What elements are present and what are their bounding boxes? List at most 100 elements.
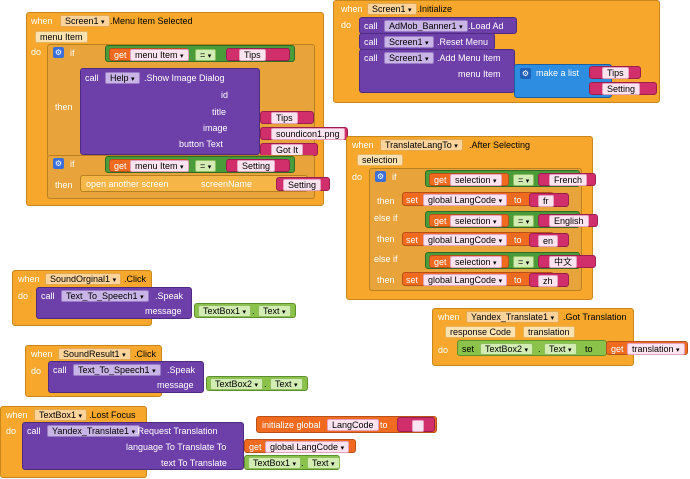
text-zh-value[interactable]: zh — [538, 275, 558, 287]
text-tips-block[interactable]: Tips — [226, 48, 290, 61]
get-selection-block[interactable]: get selection ▾ — [429, 214, 509, 227]
screen-initialize-event-block[interactable]: when Screen1 ▾ .Initialize do call AdMob… — [333, 0, 660, 103]
get-var-dropdown[interactable]: menu Item ▾ — [130, 160, 189, 172]
set-langcode-en[interactable]: set global LangCode ▾ to en — [402, 232, 569, 247]
list-item-tips[interactable]: Tips — [602, 67, 629, 79]
screen-name-value[interactable]: Setting — [283, 179, 322, 191]
list-item-tips-block[interactable]: Tips — [589, 66, 641, 79]
get-menu-item-block[interactable]: get menu Item ▾ — [109, 159, 189, 172]
text-french-block[interactable]: French — [538, 173, 596, 186]
call-component-dropdown[interactable]: Screen1 ▾ — [384, 36, 434, 48]
set-var-dropdown[interactable]: global LangCode ▾ — [423, 274, 508, 286]
textbox1-text-getter[interactable]: TextBox1 ▾ . Text ▾ — [194, 303, 296, 318]
prop-dropdown[interactable]: Text ▾ — [307, 457, 340, 469]
list-item-setting[interactable]: Setting — [602, 83, 641, 95]
textbox-dropdown[interactable]: TextBox1 ▾ — [248, 457, 302, 469]
get-var-dropdown[interactable]: global LangCode ▾ — [265, 441, 350, 453]
event-component-dropdown[interactable]: Screen1 ▾ — [60, 15, 110, 27]
get-var-dropdown[interactable]: translation ▾ — [627, 343, 685, 355]
param-response-code[interactable]: response Code — [445, 326, 517, 338]
text-setting-block[interactable]: Setting — [226, 159, 290, 172]
get-langcode-block[interactable]: get global LangCode ▾ — [244, 439, 356, 453]
compare-block[interactable]: get menu Item ▾ = ▾ Tips — [105, 45, 295, 62]
event-component-dropdown[interactable]: SoundResult1 ▾ — [58, 348, 131, 360]
get-var-dropdown[interactable]: menu Item ▾ — [130, 49, 189, 61]
empty-text-value[interactable] — [412, 420, 424, 432]
textbox-dropdown[interactable]: TextBox1 ▾ — [198, 305, 252, 317]
dialog-component-dropdown[interactable]: Help ▾ — [105, 72, 140, 84]
compare-block[interactable]: get menu Item ▾ = ▾ Setting — [105, 156, 295, 173]
if-block-tips[interactable]: ⚙ if get menu Item ▾ = ▾ Tips then call … — [47, 44, 348, 158]
call-component-dropdown[interactable]: Screen1 ▾ — [384, 52, 434, 64]
eq-operator-dropdown[interactable]: = ▾ — [195, 49, 217, 61]
add-menu-item-call[interactable]: call Screen1 ▾ .Add Menu Item menu Item — [359, 49, 515, 93]
get-translation-block[interactable]: get translation ▾ — [606, 341, 688, 355]
image-value[interactable]: soundicon1.png — [271, 128, 345, 140]
text-chinese-value[interactable]: 中文 — [549, 256, 578, 268]
text-en-block[interactable]: en — [529, 233, 569, 247]
compare-english[interactable]: get selection ▾ = ▾ English — [425, 211, 598, 228]
gear-icon[interactable]: ⚙ — [520, 68, 531, 79]
text-title-block[interactable]: Tips — [260, 111, 314, 124]
compare-chinese[interactable]: get selection ▾ = ▾ 中文 — [425, 252, 596, 269]
speak-call[interactable]: call Text_To_Speech1 ▾ .Speak message — [48, 361, 204, 393]
global-var-name[interactable]: LangCode — [327, 419, 379, 431]
textbox1-text-getter[interactable]: TextBox1 ▾ . Text ▾ — [244, 455, 340, 470]
text-en-value[interactable]: en — [538, 235, 559, 247]
gear-icon[interactable]: ⚙ — [53, 47, 64, 58]
open-another-screen-block[interactable]: open another screen screenName — [80, 175, 308, 192]
get-menu-item-block[interactable]: get menu Item ▾ — [109, 48, 189, 61]
translate-lang-after-selecting-block[interactable]: when TranslateLangTo ▾ .After Selecting … — [346, 136, 598, 300]
load-ad-call[interactable]: call AdMob_Banner1 ▾ .Load Ad — [359, 17, 517, 34]
request-translation-call[interactable]: call Yandex_Translate1 ▾ .Request Transl… — [22, 422, 244, 470]
event-component-dropdown[interactable]: Yandex_Translate1 ▾ — [466, 311, 560, 323]
text-english-value[interactable]: English — [549, 215, 589, 227]
param-translation[interactable]: translation — [523, 326, 575, 338]
prop-dropdown[interactable]: Text ▾ — [544, 343, 577, 355]
reset-menu-call[interactable]: call Screen1 ▾ .Reset Menu — [359, 33, 495, 50]
event-component-dropdown[interactable]: SoundOrginal1 ▾ — [45, 273, 122, 285]
param-selection[interactable]: selection — [357, 154, 403, 166]
text-french-value[interactable]: French — [549, 174, 588, 186]
textbox-dropdown[interactable]: TextBox2 ▾ — [480, 343, 534, 355]
event-component-dropdown[interactable]: Screen1 ▾ — [367, 3, 417, 15]
get-selection-block[interactable]: get selection ▾ — [429, 255, 509, 268]
set-langcode-zh[interactable]: set global LangCode ▾ to zh — [402, 272, 569, 287]
compare-french[interactable]: get selection ▾ = ▾ French — [425, 170, 596, 187]
text-fr-value[interactable]: fr — [538, 195, 554, 207]
textbox-dropdown[interactable]: TextBox2 ▾ — [210, 378, 264, 390]
text-setting-value[interactable]: Setting — [237, 160, 276, 172]
set-var-dropdown[interactable]: global LangCode ▾ — [423, 234, 508, 246]
empty-text-block[interactable] — [397, 417, 435, 432]
gear-icon[interactable]: ⚙ — [53, 158, 64, 169]
initialize-global-langcode-block[interactable]: initialize global LangCode to — [256, 416, 437, 433]
got-translation-event-block[interactable]: when Yandex_Translate1 ▾ .Got Translatio… — [432, 308, 634, 366]
call-component-dropdown[interactable]: Text_To_Speech1 ▾ — [61, 290, 149, 302]
set-textbox2-text-block[interactable]: set TextBox2 ▾ . Text ▾ to — [457, 340, 607, 356]
get-var-dropdown[interactable]: selection ▾ — [450, 256, 502, 268]
get-selection-block[interactable]: get selection ▾ — [429, 173, 509, 186]
text-fr-block[interactable]: fr — [529, 193, 569, 207]
prop-dropdown[interactable]: Text ▾ — [258, 305, 291, 317]
eq-operator-dropdown[interactable]: = ▾ — [513, 215, 535, 227]
call-component-dropdown[interactable]: Yandex_Translate1 ▾ — [47, 425, 141, 437]
text-zh-block[interactable]: zh — [529, 273, 569, 287]
eq-operator-dropdown[interactable]: = ▾ — [513, 256, 535, 268]
get-var-dropdown[interactable]: selection ▾ — [450, 215, 502, 227]
event-component-dropdown[interactable]: TextBox1 ▾ — [34, 409, 88, 421]
call-component-dropdown[interactable]: AdMob_Banner1 ▾ — [384, 20, 468, 32]
speak-call[interactable]: call Text_To_Speech1 ▾ .Speak message — [36, 287, 192, 319]
show-image-dialog-call[interactable]: call Help ▾ .Show Image Dialog id title … — [80, 68, 260, 155]
get-var-dropdown[interactable]: selection ▾ — [450, 174, 502, 186]
menu-item-selected-event-block[interactable]: when Screen1 ▾ .Menu Item Selected menu … — [26, 12, 348, 206]
call-component-dropdown[interactable]: Text_To_Speech1 ▾ — [73, 364, 161, 376]
text-image-block[interactable]: soundicon1.png — [260, 127, 348, 140]
eq-operator-dropdown[interactable]: = ▾ — [513, 174, 535, 186]
text-chinese-block[interactable]: 中文 — [538, 255, 596, 268]
text-tips-value[interactable]: Tips — [239, 49, 266, 61]
param-menu-item[interactable]: menu Item — [35, 31, 88, 43]
prop-dropdown[interactable]: Text ▾ — [270, 378, 303, 390]
gear-icon[interactable]: ⚙ — [375, 171, 386, 182]
text-screen-name-block[interactable]: Setting — [276, 177, 330, 191]
set-langcode-fr[interactable]: set global LangCode ▾ to fr — [402, 192, 569, 207]
